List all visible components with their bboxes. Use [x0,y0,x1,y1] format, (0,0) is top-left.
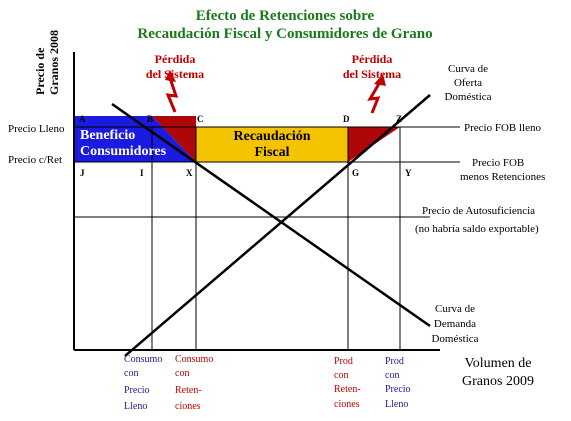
fiscal-label-1: Recaudación [234,129,311,144]
self-sufficiency-label-1: Precio de Autosuficiencia [422,205,535,217]
left-loss-label-2: del Sistema [146,67,204,81]
svg-text:Consumo: Consumo [175,354,213,365]
point-a: A [79,114,86,124]
y-axis-label: Precio de Granos 2008 [33,30,61,95]
point-j: J [80,168,85,178]
point-c: C [197,114,204,124]
consumer-benefit-label-1: Beneficio [80,128,135,143]
bottom-label-prod-lleno: Prod con Precio Lleno [385,356,411,410]
supply-label-2: Oferta [454,77,482,89]
demand-label-3: Doméstica [431,333,478,345]
svg-text:Consumo: Consumo [124,354,162,365]
svg-text:Prod: Prod [334,356,353,367]
point-x: X [186,168,193,178]
svg-text:Lleno: Lleno [124,401,147,412]
svg-text:con: con [385,370,399,381]
x-axis-label-1: Volumen de [464,356,531,371]
supply-label-3: Doméstica [444,91,491,103]
point-b: B [147,114,153,124]
demand-curve-line [111,102,431,328]
left-loss-label-1: Pérdida [155,52,196,66]
price-full-label: Precio Lleno [8,123,65,135]
title-line-1: Efecto de Retenciones sobre [196,8,375,24]
svg-text:Precio de: Precio de [33,47,47,95]
consumer-benefit-label-2: Consumidores [80,144,167,159]
svg-text:Granos 2008: Granos 2008 [47,30,61,95]
title-line-2: Recaudación Fiscal y Consumidores de Gra… [137,26,432,42]
svg-text:ciones: ciones [334,399,360,410]
svg-text:Lleno: Lleno [385,399,408,410]
bottom-label-consumo-reten: Consumo con Reten- ciones [175,354,213,412]
fob-net-label-2: menos Retenciones [460,171,545,183]
demand-label-1: Curva de [435,303,475,315]
fiscal-revenue-region [196,127,348,162]
svg-text:Precio: Precio [124,385,150,396]
right-loss-arrowhead [374,74,386,86]
right-loss-arrow [367,81,382,114]
right-loss-label-1: Pérdida [352,52,393,66]
bottom-label-consumo-lleno: Consumo con Precio Lleno [124,354,162,412]
fiscal-label-2: Fiscal [255,145,290,160]
left-loss-arrowhead [165,70,176,82]
point-y: Y [405,168,412,178]
bottom-label-prod-reten: Prod con Reten- ciones [334,356,361,410]
point-i: I [140,168,144,178]
demand-label-2: Demanda [434,318,476,330]
point-g: G [352,168,359,178]
x-axis-label-2: Granos 2009 [462,374,534,389]
left-loss-arrow [165,77,179,113]
svg-text:ciones: ciones [175,401,201,412]
right-loss-label-2: del Sistema [343,67,401,81]
svg-text:Precio: Precio [385,384,411,395]
self-sufficiency-label-2: (no habría saldo exportable) [415,223,539,235]
svg-text:Reten-: Reten- [175,385,202,396]
fob-net-label-1: Precio FOB [472,157,524,169]
price-withheld-label: Precio c/Ret [8,154,62,166]
svg-text:con: con [175,368,189,379]
point-d: D [343,114,350,124]
supply-label-1: Curva de [448,63,488,75]
svg-text:con: con [334,370,348,381]
svg-text:con: con [124,368,138,379]
svg-text:Reten-: Reten- [334,384,361,395]
supply-curve-line [124,94,431,357]
fob-full-label: Precio FOB lleno [464,122,541,134]
svg-text:Prod: Prod [385,356,404,367]
point-z: Z [396,114,402,124]
